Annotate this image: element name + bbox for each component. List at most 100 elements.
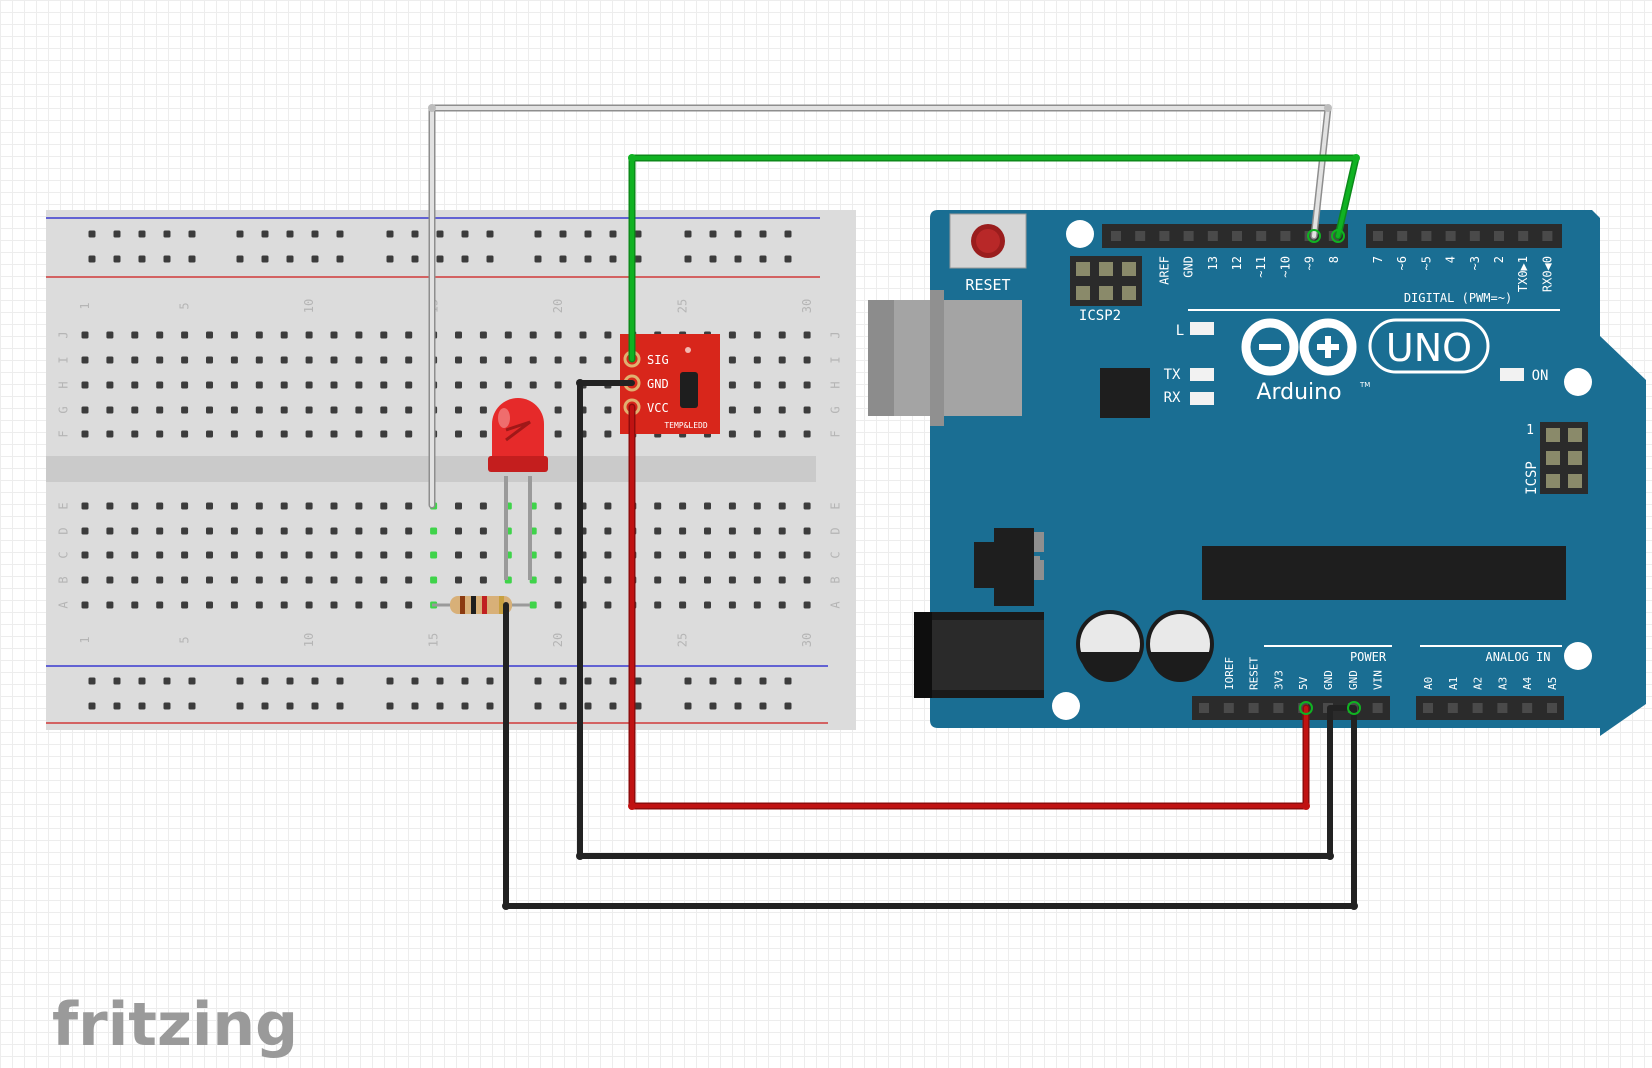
rail-hole[interactable] [436,677,444,685]
breadboard-hole[interactable] [255,381,263,389]
header-pin[interactable] [1469,231,1480,241]
header-pin[interactable] [1472,703,1483,713]
rail-hole[interactable] [734,230,742,238]
rail-hole[interactable] [286,230,294,238]
rail-hole[interactable] [188,255,196,263]
breadboard-hole[interactable] [405,576,413,584]
header-pin[interactable] [1256,231,1267,241]
rail-hole[interactable] [684,230,692,238]
rail-hole[interactable] [486,255,494,263]
rail-hole[interactable] [684,702,692,710]
rail-hole[interactable] [734,702,742,710]
breadboard-hole[interactable] [330,576,338,584]
breadboard-hole[interactable] [704,551,711,559]
breadboard-hole[interactable] [330,430,338,438]
rail-hole[interactable] [236,702,244,710]
header-pin[interactable] [1445,231,1456,241]
breadboard-hole[interactable] [230,527,238,535]
rail-hole[interactable] [311,702,319,710]
header-pin[interactable] [1373,231,1383,241]
header-pin[interactable] [1497,703,1508,713]
breadboard-hole[interactable] [704,601,711,609]
breadboard-hole[interactable] [206,381,213,389]
rail-hole[interactable] [88,230,96,238]
breadboard-hole[interactable] [230,576,238,584]
rail-hole[interactable] [113,255,121,263]
breadboard-hole[interactable] [405,406,413,414]
breadboard-hole[interactable] [479,406,487,414]
breadboard-hole[interactable] [355,576,363,584]
header-pin[interactable] [1423,703,1433,713]
header-pin[interactable] [1183,231,1194,241]
breadboard-hole[interactable] [255,430,263,438]
rail-hole[interactable] [784,230,792,238]
breadboard-hole[interactable] [430,527,438,535]
breadboard-hole[interactable] [280,430,288,438]
rail-hole[interactable] [386,230,394,238]
rail-hole[interactable] [336,702,344,710]
breadboard-hole[interactable] [355,502,363,510]
rail-hole[interactable] [534,255,542,263]
rail-hole[interactable] [163,702,171,710]
header-pin[interactable] [1159,231,1170,241]
rail-hole[interactable] [609,255,617,263]
breadboard-hole[interactable] [131,381,139,389]
breadboard-hole[interactable] [753,551,761,559]
rail-hole[interactable] [88,255,96,263]
rail-hole[interactable] [188,702,196,710]
breadboard-hole[interactable] [181,551,189,559]
header-pin[interactable] [1421,231,1432,241]
rail-hole[interactable] [461,702,469,710]
rail-hole[interactable] [163,255,171,263]
rail-hole[interactable] [759,230,767,238]
breadboard-hole[interactable] [554,527,562,535]
breadboard-hole[interactable] [305,381,313,389]
breadboard-hole[interactable] [753,331,761,339]
rail-hole[interactable] [734,255,742,263]
breadboard-hole[interactable] [230,381,238,389]
rail-hole[interactable] [311,255,319,263]
breadboard-hole[interactable] [604,406,612,414]
breadboard-hole[interactable] [455,576,462,584]
breadboard-hole[interactable] [181,430,189,438]
breadboard-hole[interactable] [131,406,139,414]
breadboard-hole[interactable] [728,356,736,364]
rail-hole[interactable] [336,255,344,263]
breadboard-hole[interactable] [81,551,89,559]
breadboard-hole[interactable] [405,601,413,609]
rail-hole[interactable] [461,230,469,238]
rail-hole[interactable] [386,702,394,710]
rail-hole[interactable] [709,677,717,685]
breadboard-hole[interactable] [529,331,537,339]
breadboard-hole[interactable] [778,331,786,339]
breadboard-hole[interactable] [778,406,786,414]
breadboard-hole[interactable] [181,527,189,535]
breadboard-hole[interactable] [280,551,288,559]
breadboard-hole[interactable] [380,381,388,389]
rail-hole[interactable] [311,677,319,685]
rail-hole[interactable] [784,255,792,263]
breadboard-hole[interactable] [728,381,736,389]
rail-hole[interactable] [411,255,419,263]
breadboard-hole[interactable] [181,576,189,584]
rail-hole[interactable] [138,702,146,710]
breadboard-hole[interactable] [255,551,263,559]
breadboard-hole[interactable] [81,430,89,438]
breadboard-hole[interactable] [305,430,313,438]
rail-hole[interactable] [634,677,642,685]
breadboard-hole[interactable] [131,601,139,609]
breadboard-hole[interactable] [380,331,388,339]
breadboard-hole[interactable] [330,331,338,339]
breadboard-hole[interactable] [455,551,462,559]
rail-hole[interactable] [609,677,617,685]
breadboard-hole[interactable] [704,527,711,535]
rail-hole[interactable] [138,677,146,685]
breadboard-hole[interactable] [305,331,313,339]
rail-hole[interactable] [286,702,294,710]
breadboard-hole[interactable] [803,527,811,535]
header-pin[interactable] [1547,703,1557,713]
breadboard-hole[interactable] [305,356,313,364]
breadboard-hole[interactable] [654,551,662,559]
breadboard-hole[interactable] [355,331,363,339]
breadboard-hole[interactable] [579,356,587,364]
